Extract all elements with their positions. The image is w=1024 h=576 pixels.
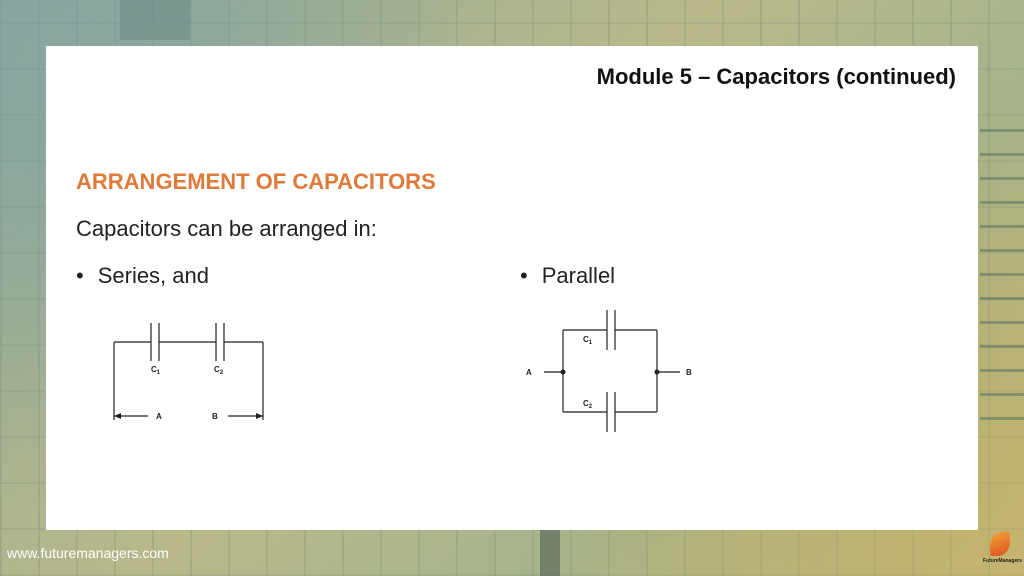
terminal-label-b: B [686, 368, 692, 377]
capacitor-label-c2: C2 [583, 399, 593, 410]
section-heading: ARRANGEMENT OF CAPACITORS [76, 169, 436, 194]
logo-text: FutureManagers [983, 558, 1022, 564]
bullet-marker: • [520, 263, 528, 288]
junction-dot [560, 369, 566, 375]
module-title: Module 5 – Capacitors (continued) [596, 64, 956, 89]
bullet-text: Parallel [541, 263, 616, 288]
terminal-label-b: B [212, 412, 218, 421]
terminal-label-a: A [156, 412, 162, 421]
slide-content-panel: Module 5 – Capacitors (continued) ARRANG… [46, 46, 978, 530]
bullet-marker: • [76, 263, 84, 288]
logo-mark-icon [990, 532, 1010, 556]
arrow-head-right [256, 413, 263, 419]
futuremanagers-logo: FutureManagers [983, 532, 1022, 572]
bullet-series: • Series, and [76, 263, 209, 289]
junction-dot [654, 369, 660, 375]
intro-text: Capacitors can be arranged in: [76, 216, 377, 241]
bullet-text: Series, and [97, 263, 209, 288]
capacitor-label-c2: C2 [214, 365, 224, 376]
terminal-label-a: A [526, 368, 532, 377]
capacitor-label-c1: C1 [583, 335, 593, 346]
parallel-circuit-diagram: C1 C2 A B [526, 310, 692, 432]
bullet-parallel: • Parallel [520, 263, 615, 289]
series-circuit-diagram: C1 C2 A B [113, 323, 264, 421]
footer-website-link[interactable]: www.futuremanagers.com [7, 545, 169, 561]
background-decoration [980, 120, 1024, 420]
capacitor-label-c1: C1 [151, 365, 161, 376]
arrow-head-left [114, 413, 121, 419]
background-decoration [540, 530, 560, 576]
background-decoration [120, 0, 190, 40]
